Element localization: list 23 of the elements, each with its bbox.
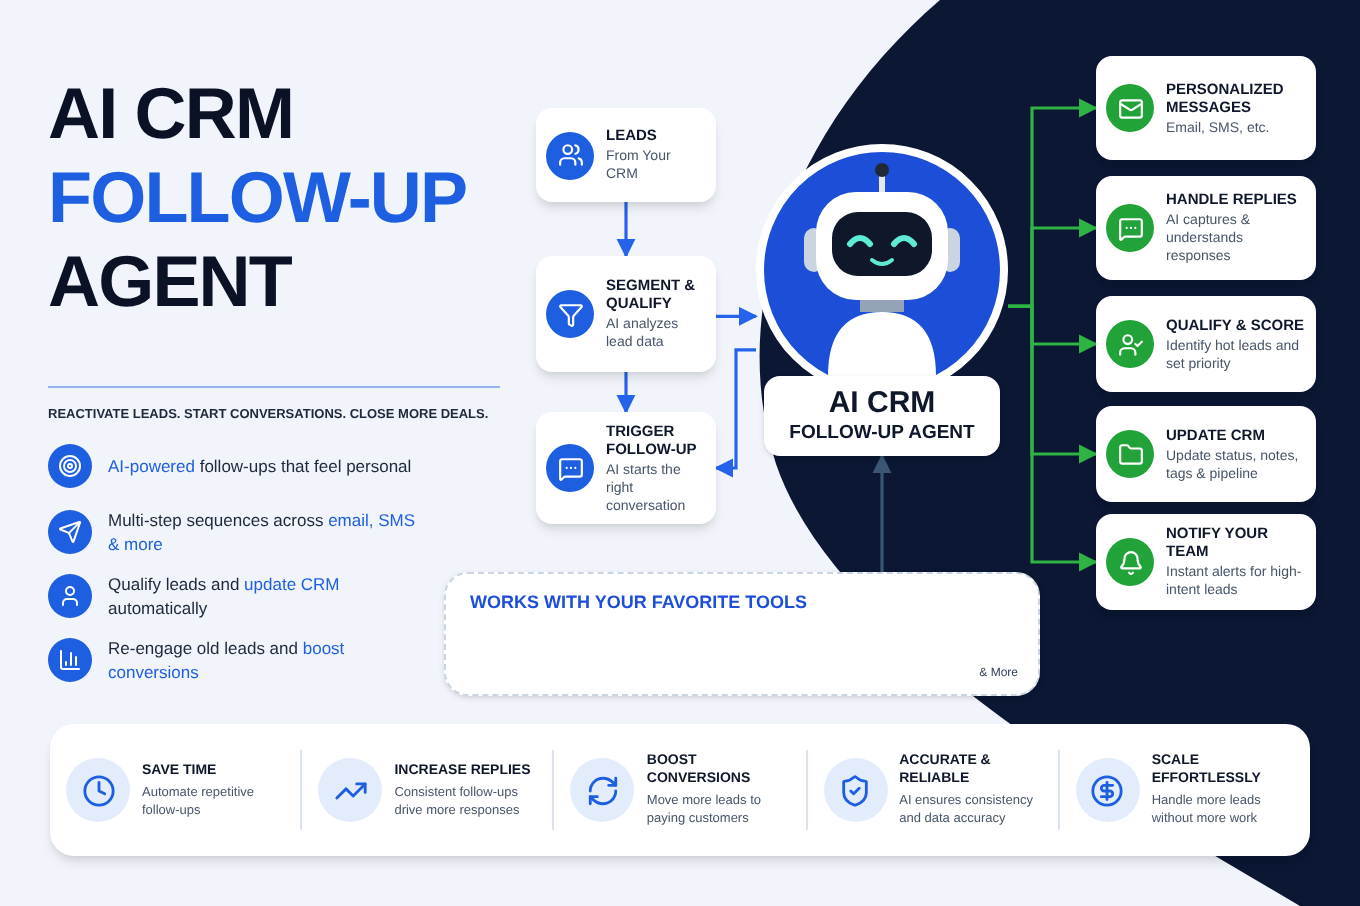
title: AI CRM FOLLOW-UP AGENT [48, 72, 469, 324]
benefit-text: AI-powered follow-ups that feel personal [108, 454, 412, 478]
benefit-text: Re-engage old leads and boost conversions [108, 636, 347, 684]
benefit-text: Qualify leads and update CRM automatically [108, 572, 342, 620]
feature-card [1096, 514, 1316, 610]
arrow [716, 306, 758, 326]
tools-panel [444, 572, 1040, 696]
arrow [616, 202, 636, 258]
step-card [536, 256, 716, 372]
step-card [536, 108, 716, 202]
step-card [536, 412, 716, 524]
arrow [1008, 304, 1098, 572]
agent-title: AI CRM [828, 387, 936, 418]
panel-heading: WORKS WITH YOUR FAVORITE TOOLS [470, 590, 808, 616]
feature-card [1096, 296, 1316, 392]
feature-card [1096, 176, 1316, 280]
feature-card [1096, 406, 1316, 502]
feature-card [1096, 56, 1316, 160]
benefit-text: Multi-step sequences across email, SMS & more [108, 508, 418, 556]
agent-subtitle: FOLLOW-UP AGENT [789, 421, 975, 445]
arrow [714, 348, 756, 478]
arrow [616, 372, 636, 414]
arrow [872, 454, 892, 572]
